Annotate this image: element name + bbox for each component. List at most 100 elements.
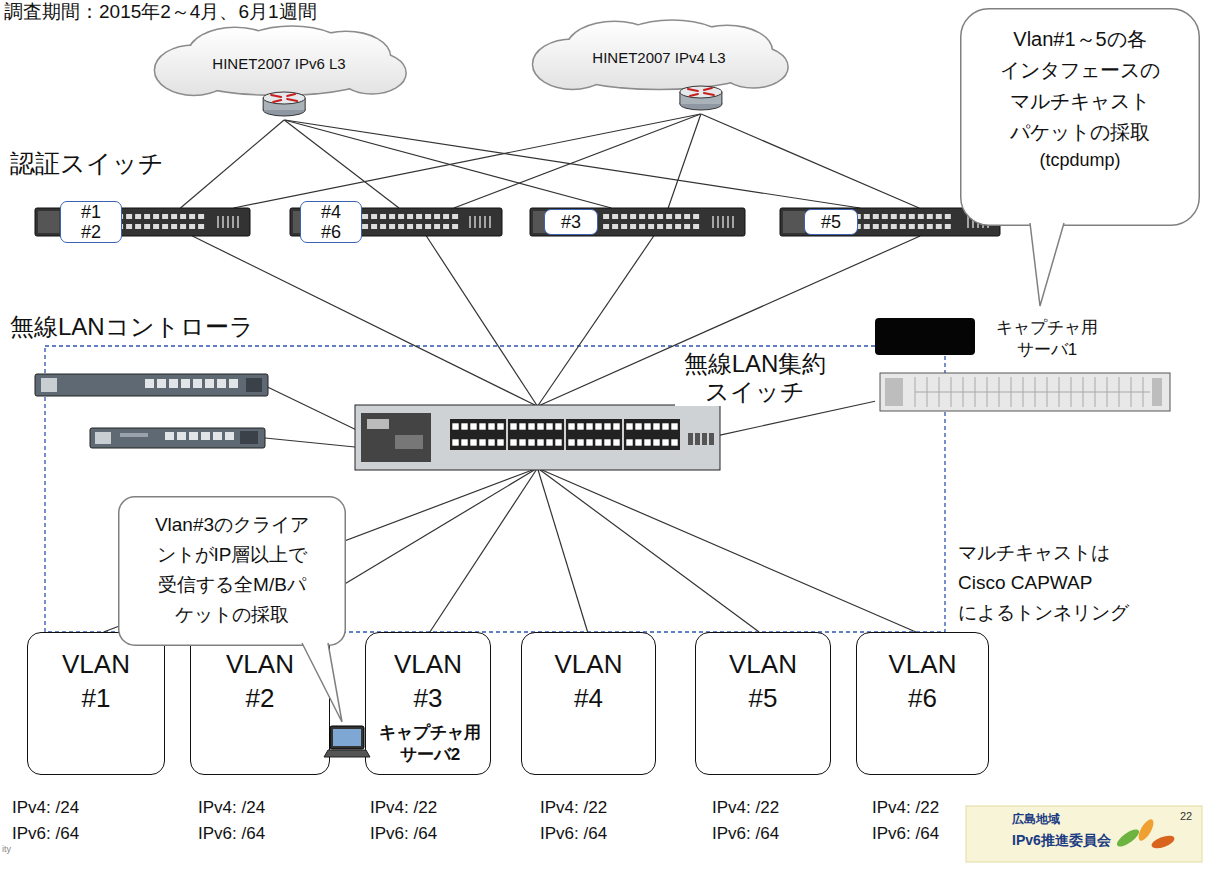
aggregation-switch-shape-part	[695, 433, 700, 445]
label-holder: IPv4: /22	[540, 797, 607, 819]
node-text: VLAN #5	[721, 647, 805, 715]
aggregation-switch-shape-part	[604, 439, 611, 446]
auth-switch-shape-part	[389, 224, 395, 229]
auth-switch-shape-part	[144, 224, 150, 229]
aggregation-switch-shape-part	[586, 423, 593, 430]
auth-switch-shape-part	[657, 214, 663, 219]
aggregation-switch-shape-part	[510, 439, 517, 446]
aggregation-switch-shape-part	[662, 439, 669, 446]
auth-switch-shape-part	[362, 214, 368, 219]
note-label: IPv4: /22	[712, 797, 779, 819]
aggregation-switch-shape-part	[688, 433, 693, 445]
aggregation-switch-shape-part	[461, 423, 468, 430]
capture-laptop-shape-part	[333, 729, 361, 746]
network-link	[285, 120, 860, 208]
auth-switch-shape-part	[684, 224, 690, 229]
note-label: IPv4: /22	[872, 797, 939, 819]
network-link	[426, 236, 536, 405]
note-label: ity	[2, 843, 11, 855]
aggregation-switch-shape-part	[452, 439, 459, 446]
network-link	[180, 120, 284, 208]
aggregation-switch-shape-part	[653, 439, 660, 446]
auth-switch-shape-part	[936, 224, 942, 229]
note-label: IPv4: /24	[12, 797, 79, 819]
node-text: キャプチャ用 サーバ1	[987, 317, 1107, 361]
capture-server-shape-part	[915, 392, 1150, 393]
auth-switch-shape-part	[675, 224, 681, 229]
label-holder: 22	[1180, 809, 1192, 823]
aggregation-switch-shape-part	[479, 423, 486, 430]
label-holder: 認証スイッチ	[10, 148, 164, 178]
auth-switch-shape-part	[657, 224, 663, 229]
auth-switch-shape-part	[479, 216, 481, 228]
note-label: IPv6: /64	[712, 823, 779, 845]
capture-server-shape-part	[880, 373, 1170, 411]
network-link	[542, 470, 916, 632]
callout-bubble-shape-part	[1030, 223, 1064, 306]
label-holder: IPv6: /64	[12, 823, 79, 845]
committee-logo-part	[1150, 833, 1176, 851]
node-text: Vlan#3のクライア ントがIP層以上で 受信する全M/Bパ ケットの採取	[136, 510, 328, 630]
aggregation-switch-shape-part	[528, 439, 535, 446]
aggregation-switch-shape-part	[653, 423, 660, 430]
auth-switch-shape-part	[648, 224, 654, 229]
aggregation-switch-shape-part	[568, 423, 575, 430]
auth-switch-shape-part	[153, 214, 159, 219]
auth-switch-shape-part	[135, 214, 141, 219]
auth-switch-shape-part	[484, 216, 486, 228]
auth-switch-shape-part	[666, 224, 672, 229]
note-label: 認証スイッチ	[10, 148, 164, 178]
aggregation-switch-shape-part	[546, 423, 553, 430]
auth-switch: #1 #2	[35, 208, 250, 236]
aggregation-switch: 無線LAN集約 スイッチ	[355, 405, 720, 470]
auth-switch-shape-part	[864, 224, 870, 229]
note-label: IPv6: /64	[12, 823, 79, 845]
auth-switch-shape-part	[171, 214, 177, 219]
network-link	[720, 401, 875, 435]
auth-switch-shape-part	[425, 224, 431, 229]
switch-label-box: #5	[804, 209, 858, 235]
aggregation-switch-shape-part	[488, 423, 495, 430]
wlan-controller-shape-part	[145, 379, 154, 388]
aggregation-switch-shape-part	[488, 439, 495, 446]
aggregation-switch-shape-part	[497, 439, 504, 446]
callout-bubble-shape-part	[302, 643, 342, 722]
network-cloud-shape-part	[263, 92, 305, 104]
label-holder: IPv4: /22	[370, 797, 437, 819]
network-cloud: HINET2007 IPv6 L3	[150, 28, 408, 120]
note-label: 22	[1180, 809, 1192, 823]
node-text: #3	[556, 212, 586, 232]
aggregation-switch-shape-part	[635, 439, 642, 446]
aggregation-switch-shape-part	[510, 423, 517, 430]
switch-label-box: #1 #2	[60, 201, 122, 243]
auth-switch-shape-part	[198, 214, 204, 219]
auth-switch-shape-part	[416, 214, 422, 219]
auth-switch-shape-part	[639, 224, 645, 229]
aggregation-switch-shape-part	[355, 405, 720, 470]
auth-switch-shape-part	[474, 216, 476, 228]
node-text: HINET2007 IPv4 L3	[528, 49, 790, 67]
auth-switch: #4 #6	[290, 208, 502, 236]
auth-switch-shape-part	[371, 214, 377, 219]
aggregation-switch-shape-part	[361, 413, 431, 462]
network-link	[538, 470, 588, 632]
auth-switch-shape-part	[648, 214, 654, 219]
auth-switch-shape-part	[732, 216, 734, 228]
wlan-controller-shape-part	[181, 379, 190, 388]
aggregation-switch-shape-part	[635, 423, 642, 430]
auth-switch-shape-part	[918, 224, 924, 229]
aggregation-switch-shape-part	[702, 433, 707, 445]
auth-switch-shape-part	[717, 216, 719, 228]
wlan-controller-shape-part	[35, 374, 268, 396]
auth-switch-shape-part	[425, 214, 431, 219]
auth-switch-shape-part	[380, 214, 386, 219]
note-label: マルチキャストは Cisco CAPWAP によるトンネリング	[958, 538, 1148, 628]
auth-switch-shape-part	[722, 216, 724, 228]
network-cloud-shape-part	[287, 94, 295, 96]
aggregation-switch-shape-part	[450, 419, 506, 450]
label-holder: IPv6推進委員会	[1012, 831, 1111, 849]
vlan-box: VLAN #5	[695, 632, 831, 775]
wlan-controller-shape-part	[246, 378, 262, 392]
aggregation-switch-shape-part	[662, 423, 669, 430]
committee-logo-part	[966, 806, 1202, 862]
